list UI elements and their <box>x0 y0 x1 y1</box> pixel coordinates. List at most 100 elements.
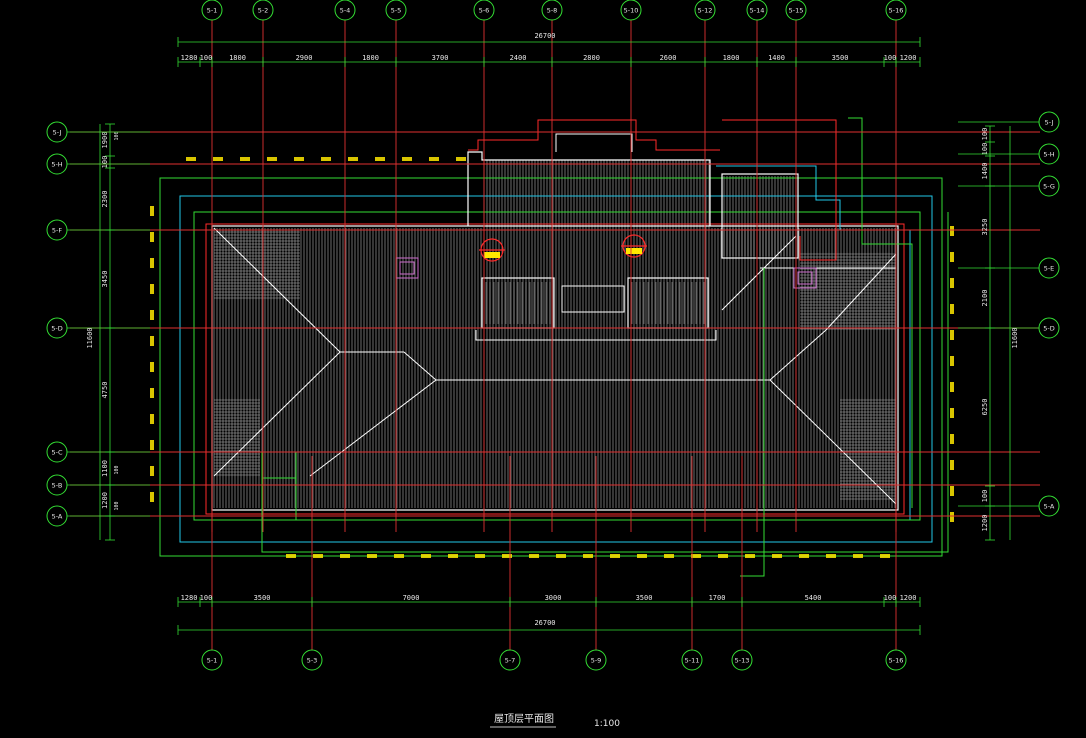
dimension-label: 1200 <box>981 515 989 532</box>
grid-bubble-top-label: 5-10 <box>624 7 639 15</box>
grid-bubble-top <box>473 0 495 21</box>
wall-dim-tick <box>267 157 277 161</box>
grid-bubble-right <box>1038 175 1060 197</box>
grid-bubble-bottom <box>731 649 753 671</box>
grid-bubble-right <box>1038 495 1060 517</box>
grid-bubble-bottom-label: 5-11 <box>685 657 700 665</box>
grid-bubble-right <box>1038 111 1060 133</box>
dormer-outline <box>555 133 633 152</box>
grid-bubble-top-label: 5-12 <box>698 7 713 15</box>
grid-bubble-top <box>785 0 807 21</box>
wall-dim-tick <box>475 554 485 558</box>
grid-bubble-bottom <box>681 649 703 671</box>
grid-bubble-bottom-label: 5-1 <box>207 657 218 665</box>
wall-dim-tick <box>950 434 954 444</box>
eaves-line <box>179 195 933 543</box>
grid-bubble-bottom <box>201 649 223 671</box>
dimension-label: 1800 <box>229 54 246 62</box>
dimension-label-small: 100 <box>114 501 120 510</box>
grid-bubble-top <box>334 0 356 21</box>
grid-bubble-left-label: 5-C <box>51 449 62 457</box>
hip-ridge <box>769 379 897 505</box>
grid-bubble-top <box>746 0 768 21</box>
wall-dim-tick <box>286 554 296 558</box>
grid-bubble-top <box>541 0 563 21</box>
wall-dim-tick <box>394 554 404 558</box>
dimension-label: 1700 <box>709 594 726 602</box>
hip-ridge <box>309 379 437 477</box>
grid-bubble-top-label: 5-16 <box>889 7 904 15</box>
wall-dim-tick <box>950 278 954 288</box>
grid-bubble-top <box>252 0 274 21</box>
wall-line <box>205 223 905 515</box>
dimension-label: 1100 <box>101 460 109 477</box>
dimension-label: 5400 <box>805 594 822 602</box>
grid-bubble-left-label: 5-A <box>52 513 63 521</box>
dimension-label: 1800 <box>362 54 379 62</box>
wall-dim-tick <box>150 440 154 450</box>
grid-bubble-bottom <box>585 649 607 671</box>
grid-bubble-top-label: 5-15 <box>789 7 804 15</box>
wall-dim-tick <box>150 284 154 294</box>
drain-label-box <box>626 248 642 254</box>
wall-dim-tick <box>950 330 954 340</box>
grid-bubble-right-label: 5-H <box>1043 151 1054 159</box>
wall-dim-tick <box>313 554 323 558</box>
hip-ridge <box>721 235 797 311</box>
dimension-label: 2300 <box>101 191 109 208</box>
outer-dimension-frame <box>159 177 943 557</box>
right-upper-wall <box>722 119 837 261</box>
grid-bubble-left <box>46 153 68 175</box>
grid-bubble-right-label: 5-E <box>1044 265 1055 273</box>
dimension-label-small: 100 <box>114 131 120 140</box>
grid-bubble-left <box>46 121 68 143</box>
wall-dim-tick <box>950 382 954 392</box>
grid-bubble-right-label: 5-A <box>1044 503 1055 511</box>
wall-dim-tick <box>367 554 377 558</box>
dimension-label: 1280 <box>181 54 198 62</box>
grid-bubble-bottom-label: 5-7 <box>505 657 516 665</box>
right-parapet <box>848 117 913 508</box>
vent-left-inner <box>399 261 415 275</box>
wall-dim-tick <box>950 304 954 314</box>
grid-bubble-bottom-label: 5-9 <box>591 657 602 665</box>
wall-dim-tick <box>853 554 863 558</box>
wall-dim-tick <box>799 554 809 558</box>
dimension-label: 2600 <box>660 54 677 62</box>
wall-dim-tick <box>745 554 755 558</box>
dimension-label: 3250 <box>981 219 989 236</box>
grid-bubble-top-label: 5-5 <box>391 7 402 15</box>
grid-bubble-bottom <box>885 649 907 671</box>
drawing-labels: 屋顶层平面图 1:100 26700 26700 11600 11600 <box>86 32 1019 729</box>
grid-bubble-bottom-label: 5-13 <box>735 657 750 665</box>
wall-dim-tick <box>556 554 566 558</box>
grid-bubble-left-label: 5-H <box>51 161 62 169</box>
bottom-overall-dim: 26700 <box>534 619 555 627</box>
grid-bubble-bottom-label: 5-3 <box>307 657 318 665</box>
drawing-title: 屋顶层平面图 <box>494 713 554 725</box>
wall-dim-tick <box>429 157 439 161</box>
grid-bubble-left-label: 5-F <box>52 227 62 235</box>
bay-gutter <box>295 452 918 521</box>
grid-bubble-top-label: 5-14 <box>750 7 765 15</box>
dimension-label: 100 <box>200 594 213 602</box>
roof-hatching <box>213 160 896 508</box>
step-line <box>740 268 765 577</box>
grid-bubble-left-label: 5-B <box>52 482 63 490</box>
grid-bubble-right-label: 5-J <box>1045 119 1054 127</box>
outer-step-line <box>261 212 949 553</box>
dimension-label-small: 100 <box>114 465 120 474</box>
dimension-label: 100 <box>981 143 989 156</box>
wall-dim-tick <box>826 554 836 558</box>
wall-dim-tick <box>950 486 954 496</box>
grid-bubble-top-label: 5-6 <box>479 7 490 15</box>
grid-bubble-top-label: 5-2 <box>258 7 269 15</box>
stair-core-edge <box>475 330 717 341</box>
drawing-scale: 1:100 <box>594 719 620 729</box>
drain-label-box <box>484 252 500 258</box>
wall-dim-tick <box>950 356 954 366</box>
right-overall-dim: 11600 <box>1011 327 1019 348</box>
dimension-label: 100 <box>200 54 213 62</box>
